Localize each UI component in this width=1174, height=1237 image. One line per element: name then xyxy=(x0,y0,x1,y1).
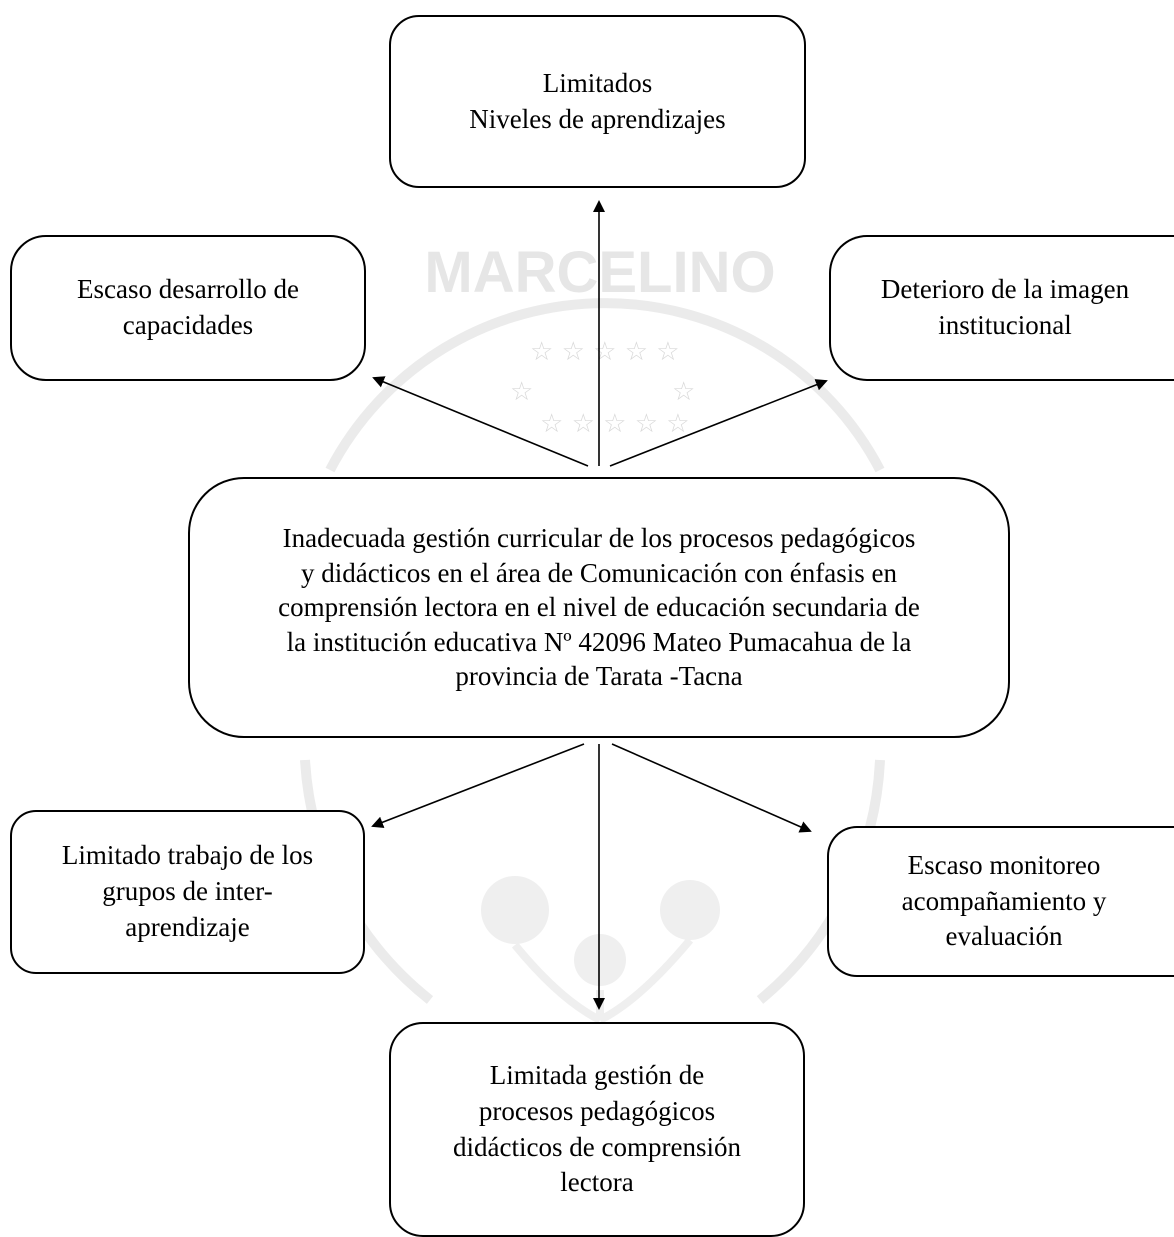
effect-box-right-line: Deterioro de la imagen xyxy=(880,274,1130,305)
cause-box-right-line: Escaso monitoreo xyxy=(907,849,1101,880)
cause-box-left-text: Limitado trabajo de los grupos de inter-… xyxy=(62,838,313,946)
effect-box-left-text: Escaso desarrollo de capacidades xyxy=(77,272,299,344)
effect-box-right-text: Deterioro de la imagen institucional xyxy=(881,272,1129,344)
central-problem-line: la institución educativa Nº 42096 Mateo … xyxy=(286,626,912,657)
central-problem-text: Inadecuada gestión curricular de los pro… xyxy=(278,521,920,694)
effect-box-top-line: Limitados xyxy=(542,67,653,98)
arrow-to-left-cause xyxy=(371,743,585,828)
cause-box-left-line: aprendizaje xyxy=(125,911,250,942)
central-problem-line: y didácticos en el área de Comunicación … xyxy=(300,557,898,588)
effect-box-top: Limitados Niveles de aprendizajes xyxy=(389,15,806,188)
effect-box-left-line: Escaso desarrollo de xyxy=(77,274,299,305)
cause-box-bottom: Limitada gestión de procesos pedagógicos… xyxy=(389,1022,805,1237)
central-problem-line: comprensión lectora en el nivel de educa… xyxy=(278,592,920,623)
cause-box-bottom-line: lectora xyxy=(560,1167,634,1198)
central-problem-line: provincia de Tarata -Tacna xyxy=(455,661,743,692)
cause-box-left-line: Limitado trabajo de los xyxy=(61,840,314,871)
cause-box-right-text: Escaso monitoreo acompañamiento y evalua… xyxy=(902,848,1107,956)
cause-box-right-line: evaluación xyxy=(945,921,1063,952)
cause-box-bottom-line: Limitada gestión de xyxy=(489,1059,705,1090)
central-problem-line: Inadecuada gestión curricular de los pro… xyxy=(282,523,916,554)
watermark-text: MARCELINO xyxy=(424,240,775,305)
svg-text:☆: ☆ xyxy=(672,377,695,407)
effect-box-top-text: Limitados Niveles de aprendizajes xyxy=(469,66,725,138)
effect-box-right-line: institucional xyxy=(938,310,1072,340)
arrow-to-right-effect xyxy=(609,379,828,467)
cause-box-right: Escaso monitoreo acompañamiento y evalua… xyxy=(827,826,1174,977)
cause-box-right-line: acompañamiento y xyxy=(901,885,1107,916)
cause-box-bottom-line: procesos pedagógicos xyxy=(478,1095,716,1126)
cause-box-left-line: grupos de inter- xyxy=(102,876,273,907)
effect-box-top-line: Niveles de aprendizajes xyxy=(469,103,726,134)
star-icons: ☆ ☆ ☆ ☆ ☆ ☆ ☆ ☆ ☆ ☆ ☆ ☆ xyxy=(510,337,695,439)
flower-icon xyxy=(481,876,720,1024)
effect-box-right: Deterioro de la imagen institucional xyxy=(829,235,1174,381)
effect-box-left: Escaso desarrollo de capacidades xyxy=(10,235,366,381)
cause-box-left: Limitado trabajo de los grupos de inter-… xyxy=(10,810,365,974)
svg-text:☆ ☆ ☆ ☆ ☆: ☆ ☆ ☆ ☆ ☆ xyxy=(540,409,690,439)
arrow-to-right-cause xyxy=(611,743,812,833)
effect-box-left-line: capacidades xyxy=(122,310,254,340)
cause-box-bottom-line: didácticos de comprensión xyxy=(453,1131,741,1162)
cause-box-bottom-text: Limitada gestión de procesos pedagógicos… xyxy=(453,1058,741,1202)
arrow-to-left-effect xyxy=(372,376,589,467)
svg-text:☆ ☆ ☆ ☆ ☆: ☆ ☆ ☆ ☆ ☆ xyxy=(530,337,680,367)
central-problem-box: Inadecuada gestión curricular de los pro… xyxy=(188,477,1010,738)
svg-text:☆: ☆ xyxy=(510,377,533,407)
